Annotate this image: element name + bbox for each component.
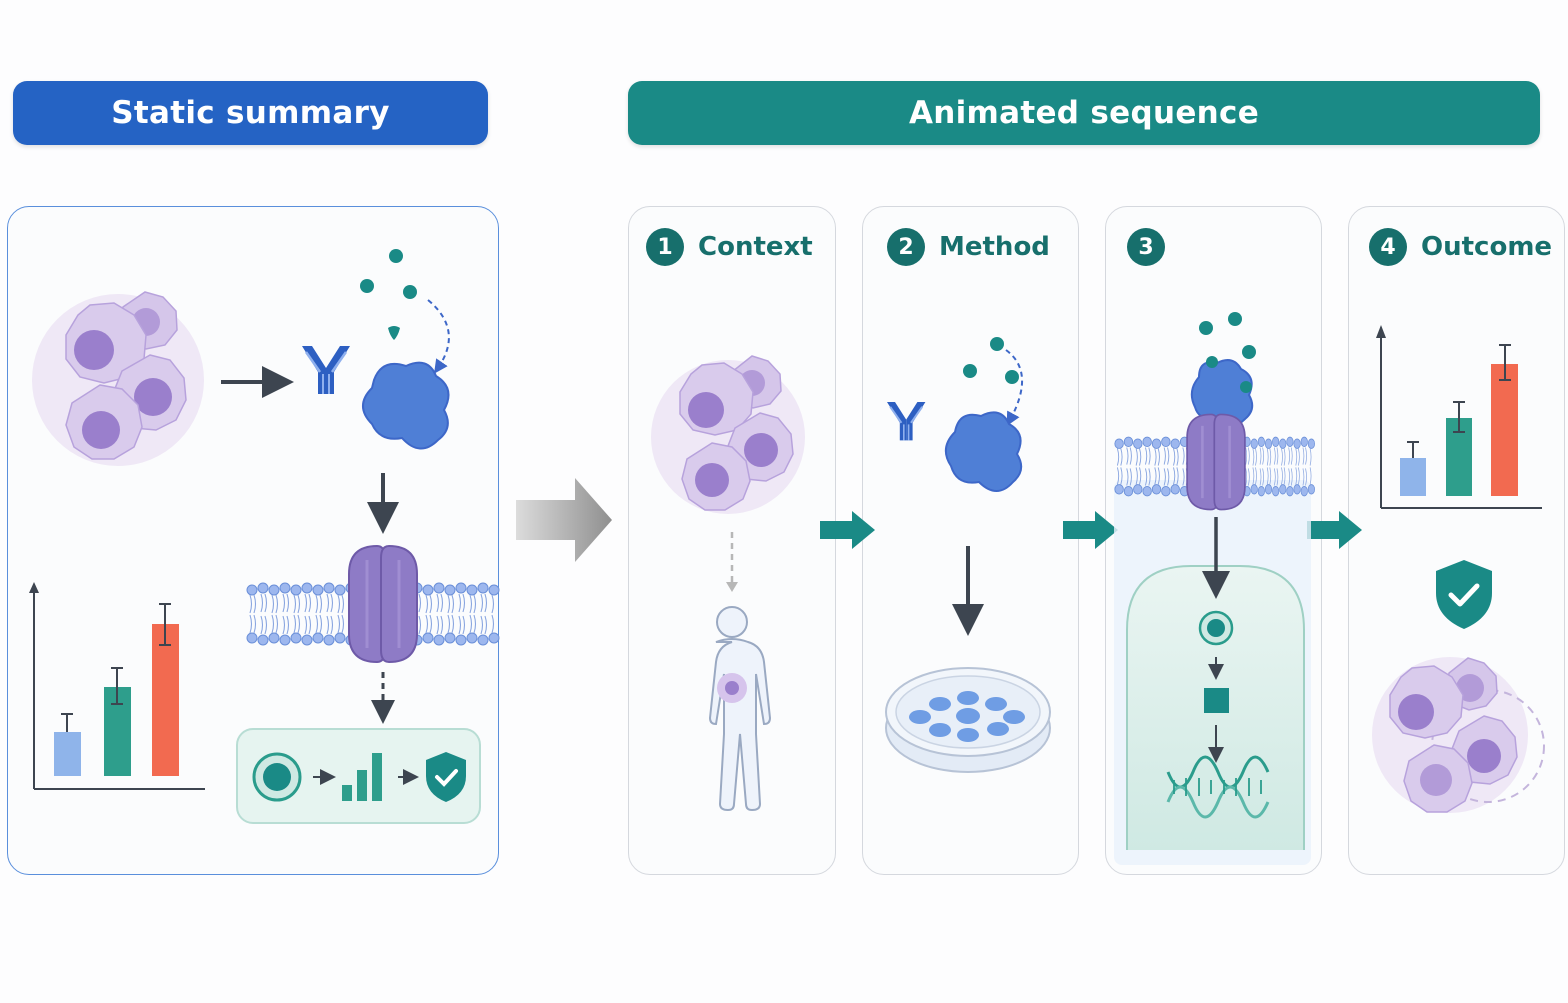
membrane-channel-icon [1185, 413, 1247, 511]
bar-chart-icon [29, 582, 205, 790]
bar-chart-icon [1376, 325, 1542, 509]
step-header-2: 2 Method [887, 228, 1050, 266]
step-number-badge: 4 [1369, 228, 1407, 266]
ligand-dots [360, 249, 417, 340]
step-header-1: 1 Context [646, 228, 813, 266]
animated-sequence-title: Animated sequence [908, 95, 1260, 131]
protein-icon [1190, 359, 1254, 427]
step-label: Outcome [1421, 232, 1553, 262]
step-label: Context [698, 232, 813, 262]
binding-arrow [427, 299, 450, 374]
readout-box [236, 728, 481, 824]
ligand-dots [963, 337, 1019, 384]
step-header-3: 3 [1127, 228, 1179, 266]
shield-check-icon [1436, 560, 1492, 629]
protein-icon [944, 411, 1023, 492]
step-arrow [820, 511, 875, 549]
animated-sequence-banner: Animated sequence [628, 81, 1540, 145]
protein-icon [362, 361, 450, 450]
ligand-dots [1199, 312, 1256, 393]
step-arrow [1307, 511, 1362, 549]
membrane-icon [1236, 436, 1316, 497]
petri-dish-icon [885, 667, 1051, 773]
step-label: Method [939, 232, 1050, 262]
antibody-icon [300, 344, 352, 396]
step-number-badge: 2 [887, 228, 925, 266]
cell-cluster-icon [32, 291, 204, 466]
step-arrow [1063, 511, 1118, 549]
signal-square [1204, 688, 1229, 713]
cell-cluster-icon [1372, 657, 1545, 813]
transition-arrow [516, 478, 612, 562]
step-header-4: 4 Outcome [1369, 228, 1552, 266]
shield-check-icon [426, 752, 466, 802]
binding-arrow [1005, 349, 1023, 427]
cell-cluster-icon [651, 355, 805, 514]
static-summary-title: Static summary [111, 95, 390, 131]
human-body-icon [708, 606, 772, 812]
static-summary-banner: Static summary [13, 81, 488, 145]
dna-icon [1166, 755, 1270, 819]
step-number-badge: 1 [646, 228, 684, 266]
membrane-channel-icon [347, 544, 419, 664]
step-number-badge: 3 [1127, 228, 1165, 266]
antibody-icon [885, 400, 927, 442]
